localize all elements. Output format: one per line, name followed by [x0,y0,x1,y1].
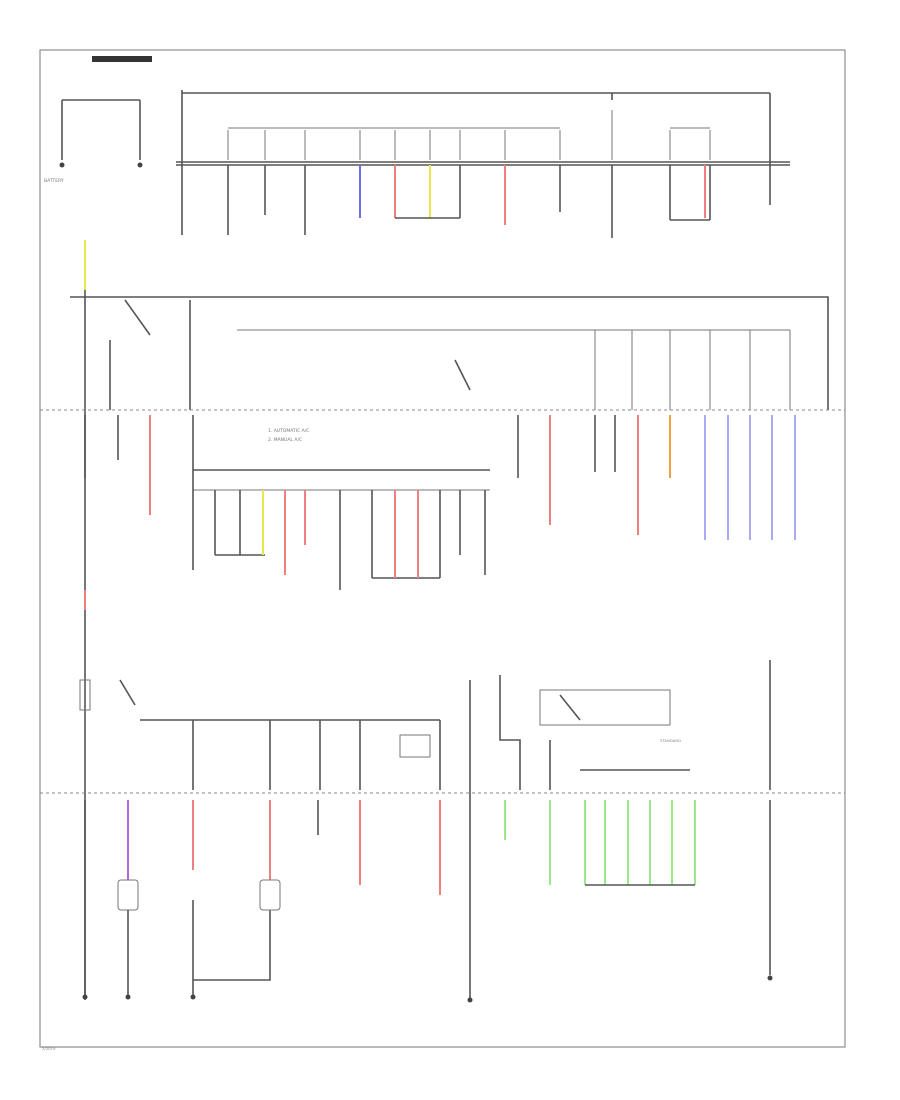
switch-1 [124,299,151,336]
r3-grp-b [371,490,441,579]
r3-red-c [394,490,419,578]
r4-bus-b [549,740,690,790]
top-fuse-taps [227,110,711,160]
r4-box [539,689,671,726]
battery-ground [59,162,65,168]
r4-bus [140,719,441,790]
ground-2 [125,994,131,1000]
title-bar [92,56,152,62]
standard-label: STANDARD [660,738,681,743]
r3-lavender [704,415,796,540]
frame [39,49,846,1048]
drop-12 [669,165,711,221]
mid-taps [594,330,791,410]
legend-manual: 2. MANUAL A/C [268,437,302,443]
r4-switch [119,679,136,706]
ground-5 [767,975,773,981]
battery-terminal [137,162,143,168]
mid-bus-top [70,296,829,410]
switch-2 [454,359,471,391]
r3-g [594,415,616,472]
r5-motor-b [259,879,281,911]
battery-label: BATTERY [44,178,64,184]
r5-2 [192,900,271,995]
r4-vert-b [499,675,521,790]
r4-relay [399,734,431,758]
ground-1 [82,994,88,1000]
r3-grp-a [214,490,265,556]
r4-switch-b [559,694,581,721]
r5-motor-a [117,879,139,911]
page-number: 3/2019 [42,1046,56,1051]
legend-auto: 1. AUTOMATIC A/C [268,428,309,434]
r4-resistor [79,679,91,711]
top-bus [176,90,790,166]
battery-wires [61,99,141,160]
ground-4 [467,997,473,1003]
r5-green-group [584,800,696,885]
ground-3 [190,994,196,1000]
